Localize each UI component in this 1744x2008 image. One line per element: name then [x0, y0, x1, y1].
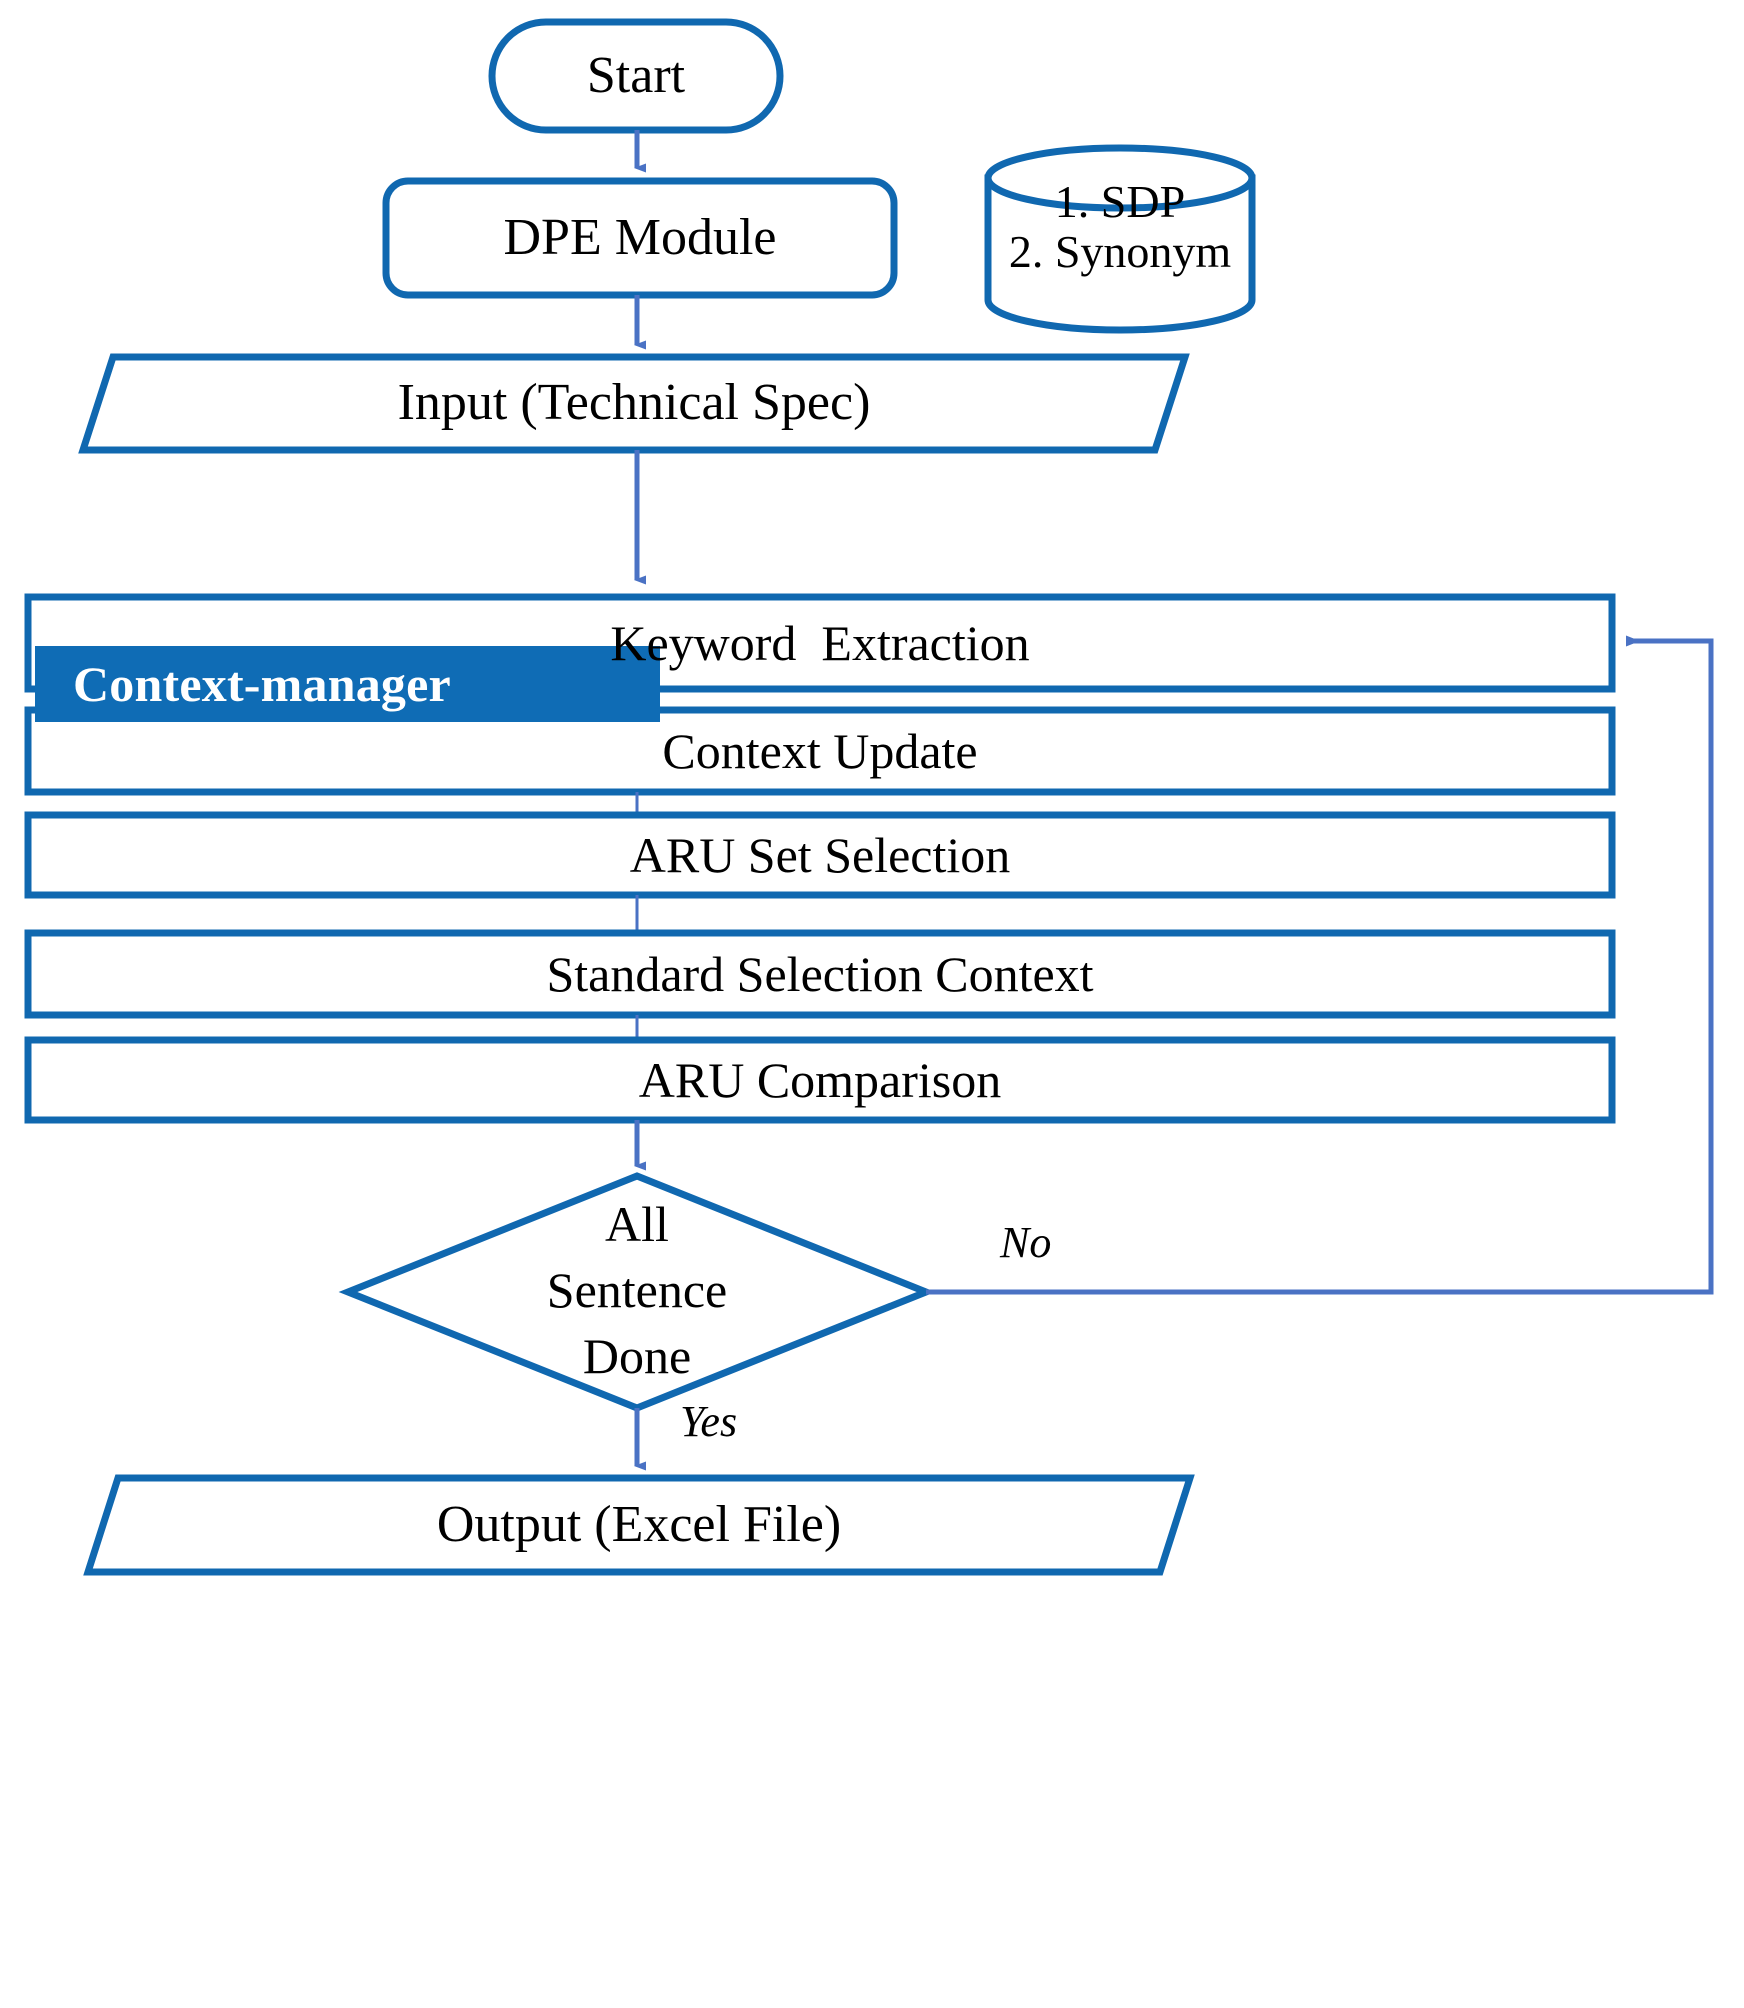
node-aru-comparison-shape[interactable]	[24, 1036, 1616, 1124]
connector-no-feedback-loop	[926, 635, 1714, 1295]
node-start-shape[interactable]	[488, 18, 784, 134]
context-manager-banner: Context-manager	[35, 646, 660, 722]
node-context-update-shape[interactable]	[24, 706, 1616, 796]
node-decision-shape[interactable]	[338, 1172, 936, 1412]
node-output-shape[interactable]	[83, 1474, 1195, 1576]
node-dpe-module-shape[interactable]	[382, 177, 898, 299]
node-aru-set-selection-shape[interactable]	[24, 811, 1616, 899]
node-input-shape[interactable]	[78, 353, 1190, 454]
node-standard-selection-context-shape[interactable]	[24, 929, 1616, 1019]
node-database-shape[interactable]	[984, 144, 1256, 334]
